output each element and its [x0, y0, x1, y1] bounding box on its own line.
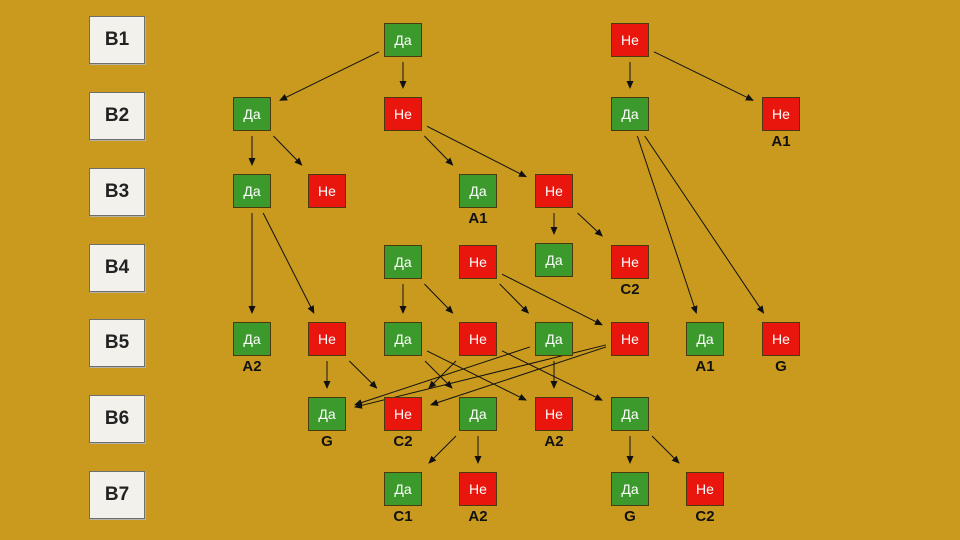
node-b6-no-a: Не: [384, 397, 422, 431]
edge-b5-no-b-to-b6-no-a: [428, 360, 457, 389]
edge-b4-yes-a-to-b5-no-b: [424, 283, 454, 314]
leaf-label-b6-yes-a: G: [321, 433, 333, 450]
node-b7-no-b: Не: [686, 472, 724, 506]
edge-b5-yes-b-to-b6-no-b: [426, 350, 527, 401]
node-b4-yes-b: Да: [535, 243, 573, 277]
edge-b3-no-b-to-b4-no-b: [577, 212, 603, 237]
node-b3-no-b: Не: [535, 174, 573, 208]
node-b5-no-d: Не: [762, 322, 800, 356]
node-b5-no-a: Не: [308, 322, 346, 356]
row-label-b1: B1: [89, 16, 145, 64]
node-b7-yes-a: Да: [384, 472, 422, 506]
edge-b2-yes-a-to-b3-no-a: [273, 135, 303, 166]
edge-b2-yes-b-to-b5-yes-d: [636, 135, 698, 314]
row-label-b4: B4: [89, 244, 145, 292]
edge-b5-yes-b-to-b6-yes-b: [424, 360, 453, 389]
edge-b4-no-a-to-b5-yes-c: [499, 283, 530, 314]
node-b1-yes: Да: [384, 23, 422, 57]
leaf-label-b4-no-b: C2: [620, 281, 640, 298]
node-b5-yes-c: Да: [535, 322, 573, 356]
leaf-label-b3-yes-b: A1: [468, 210, 488, 227]
node-b7-yes-b: Да: [611, 472, 649, 506]
edge-b2-no-a-to-b3-yes-b: [424, 135, 454, 166]
node-b6-no-b: Не: [535, 397, 573, 431]
leaf-label-b6-no-b: A2: [544, 433, 564, 450]
node-b3-no-a: Не: [308, 174, 346, 208]
node-b5-yes-b: Да: [384, 322, 422, 356]
node-b5-no-c: Не: [611, 322, 649, 356]
edge-b6-yes-c-to-b7-no-b: [651, 435, 680, 464]
leaf-label-b2-no-b: A1: [771, 133, 791, 150]
edge-b1-no-to-b2-no-b: [653, 51, 754, 101]
node-b5-no-b: Не: [459, 322, 497, 356]
row-label-b5: B5: [89, 319, 145, 367]
node-b6-yes-c: Да: [611, 397, 649, 431]
node-b7-no-a: Не: [459, 472, 497, 506]
node-b5-yes-a: Да: [233, 322, 271, 356]
leaf-label-b5-yes-a: A2: [242, 358, 262, 375]
leaf-label-b7-yes-a: C1: [393, 508, 413, 525]
node-b2-no-a: Не: [384, 97, 422, 131]
edge-b3-yes-a-to-b5-no-a: [262, 212, 315, 314]
row-label-b7: B7: [89, 471, 145, 519]
node-b4-no-a: Не: [459, 245, 497, 279]
node-b3-yes-b: Да: [459, 174, 497, 208]
edge-b5-no-c-to-b6-no-a: [430, 346, 607, 406]
edge-b2-yes-b-to-b5-no-d: [644, 135, 765, 314]
node-b6-yes-a: Да: [308, 397, 346, 431]
node-b6-yes-b: Да: [459, 397, 497, 431]
node-b4-no-b: Не: [611, 245, 649, 279]
leaf-label-b5-no-d: G: [775, 358, 787, 375]
node-b3-yes-a: Да: [233, 174, 271, 208]
edge-b4-no-a-to-b5-no-c: [501, 273, 603, 326]
leaf-label-b5-yes-d: A1: [695, 358, 715, 375]
leaf-label-b7-no-a: A2: [468, 508, 488, 525]
edge-b2-no-a-to-b3-no-b: [426, 125, 527, 178]
leaf-label-b6-no-a: C2: [393, 433, 413, 450]
node-b2-yes-b: Да: [611, 97, 649, 131]
leaf-label-b7-yes-b: G: [624, 508, 636, 525]
edge-b5-yes-c-to-b6-yes-a: [354, 346, 531, 406]
node-b2-no-b: Не: [762, 97, 800, 131]
node-b5-yes-d: Да: [686, 322, 724, 356]
leaf-label-b7-no-b: C2: [695, 508, 715, 525]
row-label-b6: B6: [89, 395, 145, 443]
node-b1-no: Не: [611, 23, 649, 57]
edge-b1-yes-to-b2-yes-a: [279, 51, 380, 101]
node-b2-yes-a: Да: [233, 97, 271, 131]
edge-b5-no-a-to-b6-no-a: [348, 360, 378, 389]
edge-b6-yes-b-to-b7-yes-a: [428, 435, 457, 464]
edge-b5-no-b-to-b6-yes-c: [501, 350, 603, 401]
row-label-b2: B2: [89, 92, 145, 140]
row-label-b3: B3: [89, 168, 145, 216]
node-b4-yes-a: Да: [384, 245, 422, 279]
